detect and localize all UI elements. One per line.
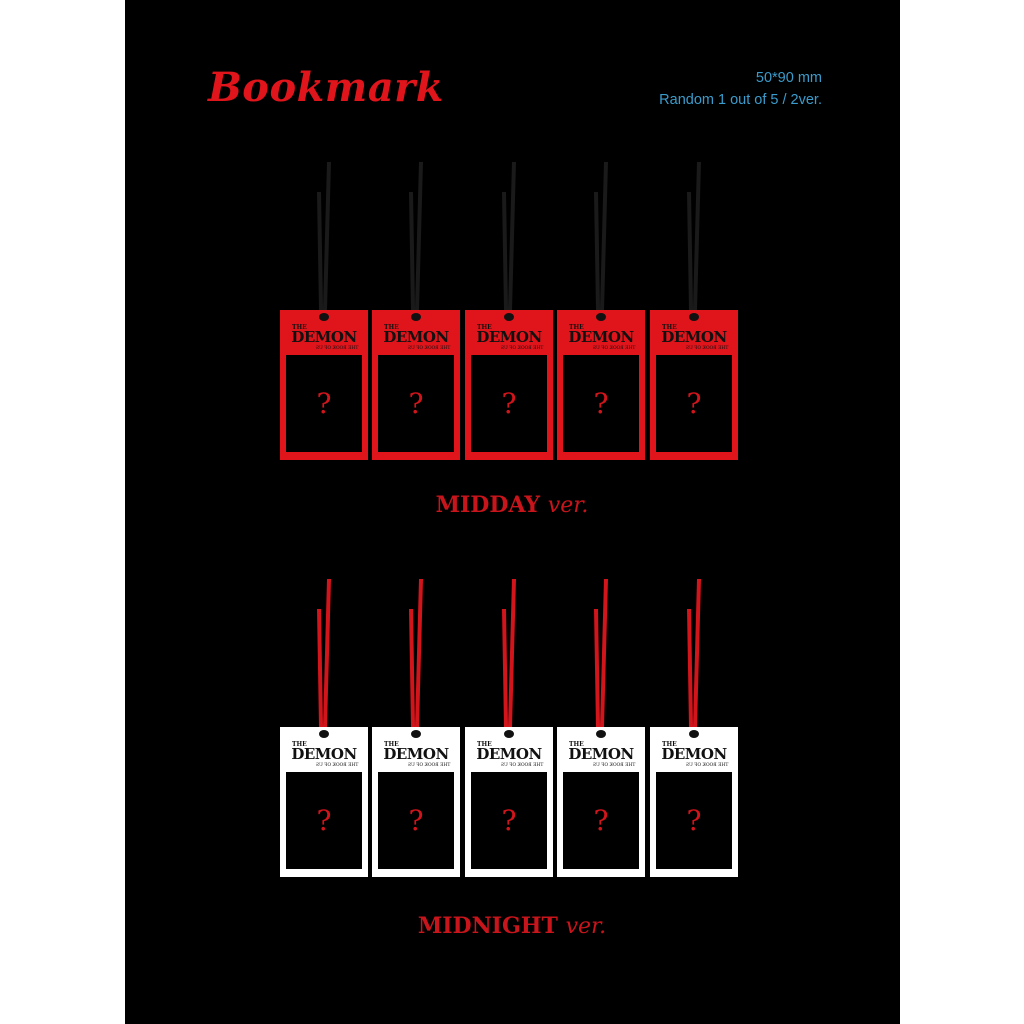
card-logo: DEMON bbox=[291, 328, 357, 346]
card-logo: DEMON bbox=[383, 745, 449, 763]
card-the: THE bbox=[569, 741, 584, 748]
card-subtitle: THE BOOK OF US bbox=[315, 346, 358, 351]
question-mark: ? bbox=[593, 804, 609, 837]
midnight-label: MIDNIGHT ver. bbox=[0, 913, 1024, 939]
question-mark: ? bbox=[408, 387, 424, 420]
card-subtitle: THE BOOK OF US bbox=[315, 763, 358, 768]
spec-text: 50*90 mm Random 1 out of 5 / 2ver. bbox=[659, 67, 822, 111]
random-text: Random 1 out of 5 / 2ver. bbox=[659, 92, 822, 108]
photo-placeholder: ? bbox=[563, 355, 639, 452]
photo-placeholder: ? bbox=[656, 772, 732, 869]
version-suffix: ver. bbox=[565, 914, 607, 939]
card-the: THE bbox=[292, 324, 307, 331]
card-logo: DEMON bbox=[661, 328, 727, 346]
card-subtitle: THE BOOK OF US bbox=[500, 763, 543, 768]
question-mark: ? bbox=[501, 387, 517, 420]
bookmark-card: THE DEMON THE BOOK OF US ? bbox=[650, 727, 738, 877]
photo-placeholder: ? bbox=[286, 772, 362, 869]
ribbon bbox=[317, 579, 331, 728]
photo-placeholder: ? bbox=[286, 355, 362, 452]
hole bbox=[411, 730, 421, 738]
question-mark: ? bbox=[686, 804, 702, 837]
page-title: Bookmark bbox=[208, 64, 444, 111]
question-mark: ? bbox=[686, 387, 702, 420]
midday-label: MIDDAY ver. bbox=[0, 492, 1024, 518]
hole bbox=[689, 730, 699, 738]
card-subtitle: THE BOOK OF US bbox=[500, 346, 543, 351]
ribbon bbox=[409, 162, 423, 311]
ribbon bbox=[317, 162, 331, 311]
size-text: 50*90 mm bbox=[755, 70, 822, 86]
card-subtitle: THE BOOK OF US bbox=[592, 346, 635, 351]
version-name: MIDDAY bbox=[435, 492, 541, 518]
bookmark-card: THE DEMON THE BOOK OF US ? bbox=[650, 310, 738, 460]
ribbon bbox=[594, 162, 608, 311]
card-logo: DEMON bbox=[661, 745, 727, 763]
photo-placeholder: ? bbox=[656, 355, 732, 452]
version-suffix: ver. bbox=[547, 493, 589, 518]
card-logo: DEMON bbox=[476, 328, 542, 346]
ribbon bbox=[687, 162, 701, 311]
ribbon bbox=[502, 579, 516, 728]
hole bbox=[689, 313, 699, 321]
bookmark-card: THE DEMON THE BOOK OF US ? bbox=[280, 727, 368, 877]
card-subtitle: THE BOOK OF US bbox=[685, 346, 728, 351]
ribbon bbox=[409, 579, 423, 728]
card-the: THE bbox=[477, 324, 492, 331]
hole bbox=[319, 313, 329, 321]
bookmark-card: THE DEMON THE BOOK OF US ? bbox=[465, 727, 553, 877]
card-the: THE bbox=[569, 324, 584, 331]
ribbon bbox=[594, 579, 608, 728]
bookmark-card: THE DEMON THE BOOK OF US ? bbox=[372, 727, 460, 877]
photo-placeholder: ? bbox=[471, 355, 547, 452]
card-the: THE bbox=[292, 741, 307, 748]
question-mark: ? bbox=[316, 387, 332, 420]
bookmark-card: THE DEMON THE BOOK OF US ? bbox=[557, 310, 645, 460]
card-subtitle: THE BOOK OF US bbox=[407, 346, 450, 351]
card-subtitle: THE BOOK OF US bbox=[685, 763, 728, 768]
photo-placeholder: ? bbox=[471, 772, 547, 869]
version-name: MIDNIGHT bbox=[417, 913, 558, 939]
hole bbox=[504, 313, 514, 321]
card-the: THE bbox=[384, 324, 399, 331]
question-mark: ? bbox=[316, 804, 332, 837]
hole bbox=[596, 730, 606, 738]
photo-placeholder: ? bbox=[563, 772, 639, 869]
hole bbox=[319, 730, 329, 738]
bookmark-card: THE DEMON THE BOOK OF US ? bbox=[465, 310, 553, 460]
card-the: THE bbox=[477, 741, 492, 748]
question-mark: ? bbox=[501, 804, 517, 837]
question-mark: ? bbox=[408, 804, 424, 837]
ribbon bbox=[687, 579, 701, 728]
card-logo: DEMON bbox=[568, 328, 634, 346]
card-logo: DEMON bbox=[568, 745, 634, 763]
card-the: THE bbox=[662, 741, 677, 748]
hole bbox=[504, 730, 514, 738]
card-the: THE bbox=[384, 741, 399, 748]
card-logo: DEMON bbox=[383, 328, 449, 346]
card-logo: DEMON bbox=[476, 745, 542, 763]
hole bbox=[411, 313, 421, 321]
photo-placeholder: ? bbox=[378, 355, 454, 452]
bookmark-card: THE DEMON THE BOOK OF US ? bbox=[280, 310, 368, 460]
question-mark: ? bbox=[593, 387, 609, 420]
card-logo: DEMON bbox=[291, 745, 357, 763]
card-subtitle: THE BOOK OF US bbox=[592, 763, 635, 768]
card-subtitle: THE BOOK OF US bbox=[407, 763, 450, 768]
bookmark-card: THE DEMON THE BOOK OF US ? bbox=[557, 727, 645, 877]
ribbon bbox=[502, 162, 516, 311]
hole bbox=[596, 313, 606, 321]
photo-placeholder: ? bbox=[378, 772, 454, 869]
bookmark-card: THE DEMON THE BOOK OF US ? bbox=[372, 310, 460, 460]
card-the: THE bbox=[662, 324, 677, 331]
